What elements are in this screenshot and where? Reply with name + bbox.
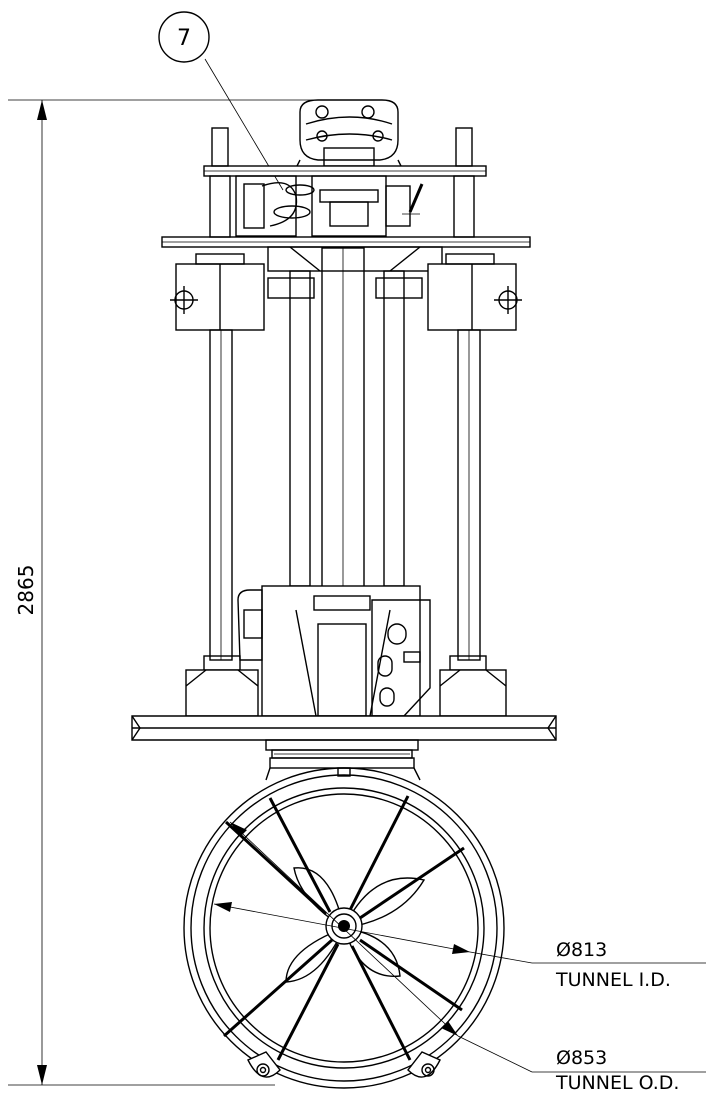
tunnel-outer [183, 767, 505, 1089]
overall-height-value: 2865 [14, 565, 38, 616]
tunnel-id-label: TUNNEL I.D. [555, 969, 671, 991]
main-plate [161, 236, 531, 272]
central-shaft [267, 247, 423, 601]
tunnel-id-value: Ø813 [556, 939, 607, 961]
rod-foot-blocks [185, 655, 507, 717]
base-flange [131, 715, 557, 741]
top-posts [209, 127, 475, 238]
balloon-number: 7 [177, 26, 191, 51]
right-bearing-block [427, 253, 522, 331]
tunnel-od-label: TUNNEL O.D. [555, 1072, 679, 1093]
arrowhead-top [37, 100, 47, 120]
left-bearing-block [170, 253, 265, 331]
tunnel-inner [203, 787, 485, 1069]
grille-bars [223, 795, 465, 1061]
propeller [285, 867, 426, 983]
lower-housing [237, 585, 431, 717]
item-balloon: 7 [158, 11, 284, 191]
tunnel-od-value: Ø853 [556, 1047, 607, 1069]
tunnel-od-dimension: Ø853 TUNNEL O.D. [229, 821, 706, 1093]
upper-plate [203, 165, 487, 177]
top-actuator [295, 99, 403, 169]
balloon-circle [158, 11, 210, 63]
arrowhead-bottom [37, 1065, 47, 1085]
tunnel [183, 767, 505, 1089]
gear-leg [265, 739, 421, 781]
tunnel-id-dimension: Ø813 TUNNEL I.D. [213, 902, 706, 991]
gear-mechanism [235, 175, 424, 237]
overall-height-dimension: 2865 [8, 99, 320, 1086]
